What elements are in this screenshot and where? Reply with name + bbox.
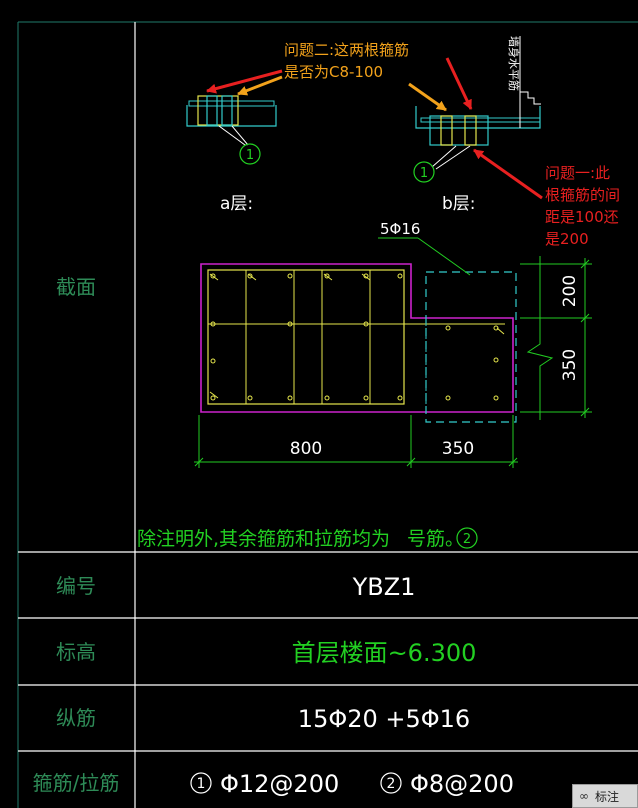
detail-a-mark: 1 bbox=[246, 148, 254, 163]
rebar-callout: 5Φ16 bbox=[380, 220, 420, 238]
dim-right-bottom: 350 bbox=[560, 349, 580, 381]
row-label-longitudinal: 纵筋 bbox=[56, 706, 96, 730]
detail-a: 1 a层: bbox=[186, 95, 277, 214]
dim-bottom-left: 800 bbox=[290, 439, 322, 459]
question-one-line4: 是200 bbox=[545, 230, 589, 248]
note-suffix: 号筋。 bbox=[407, 528, 464, 550]
question-two-annotation: 问题二:这两根箍筋 是否为C8-100 bbox=[206, 41, 473, 112]
detail-a-label: a层: bbox=[220, 194, 253, 214]
annotate-tool-label: 标注 bbox=[595, 789, 620, 804]
value-stirrup-1: Φ12@200 bbox=[220, 770, 339, 798]
question-one-line2: 根箍筋的间 bbox=[545, 186, 620, 204]
binoculars-icon: ∞ bbox=[579, 789, 589, 803]
table-frame bbox=[17, 21, 638, 808]
dimensions bbox=[194, 256, 592, 468]
note-mark-circle bbox=[456, 527, 478, 549]
detail-b-mark-circle bbox=[413, 161, 435, 183]
stirrup-1-mark-circle bbox=[190, 772, 212, 794]
value-longitudinal: 15Φ20 +5Φ16 bbox=[298, 705, 470, 733]
question-two-line1: 问题二:这两根箍筋 bbox=[284, 41, 409, 59]
note-mark: 2 bbox=[463, 532, 471, 547]
row-values: YBZ1 首层楼面~6.300 15Φ20 +5Φ16 1 Φ12@200 2 … bbox=[190, 573, 514, 798]
stirrup-2-mark-circle bbox=[380, 772, 402, 794]
wall-rebar-label: 墙身水平筋 bbox=[507, 36, 521, 91]
row-label-id: 编号 bbox=[56, 574, 96, 598]
detail-a-mark-circle bbox=[239, 143, 261, 165]
annotate-tool-button[interactable]: ∞ 标注 bbox=[572, 784, 638, 808]
note-line: 除注明外,其余箍筋和拉筋均为 号筋。 2 bbox=[137, 527, 478, 550]
row-labels: 截面 编号 标高 纵筋 箍筋/拉筋 bbox=[33, 275, 120, 795]
stirrup-2-mark: 2 bbox=[387, 776, 396, 792]
value-id: YBZ1 bbox=[352, 573, 416, 601]
dim-right-top: 200 bbox=[560, 275, 580, 307]
value-elevation: 首层楼面~6.300 bbox=[292, 639, 477, 667]
dimension-labels: 800 350 200 350 bbox=[290, 275, 580, 459]
dim-bottom-right: 350 bbox=[442, 439, 474, 459]
row-label-section: 截面 bbox=[56, 275, 96, 299]
stirrup-1-mark: 1 bbox=[197, 776, 206, 792]
rebar-dots bbox=[210, 273, 499, 401]
value-stirrup-2: Φ8@200 bbox=[410, 770, 514, 798]
detail-b: 1 b层: 墙身水平筋 bbox=[413, 36, 541, 214]
question-two-line2: 是否为C8-100 bbox=[284, 63, 383, 81]
question-one-annotation: 问题一:此 根箍筋的间 距是100还 是200 bbox=[473, 148, 620, 248]
main-section: 5Φ16 bbox=[200, 220, 517, 423]
question-one-line3: 距是100还 bbox=[545, 208, 619, 226]
detail-b-mark: 1 bbox=[420, 166, 428, 181]
row-label-stirrup: 箍筋/拉筋 bbox=[33, 771, 120, 795]
question-one-line1: 问题一:此 bbox=[545, 164, 610, 182]
note-text: 除注明外,其余箍筋和拉筋均为 bbox=[137, 528, 390, 550]
detail-b-label: b层: bbox=[442, 194, 476, 214]
row-label-elevation: 标高 bbox=[56, 640, 96, 664]
